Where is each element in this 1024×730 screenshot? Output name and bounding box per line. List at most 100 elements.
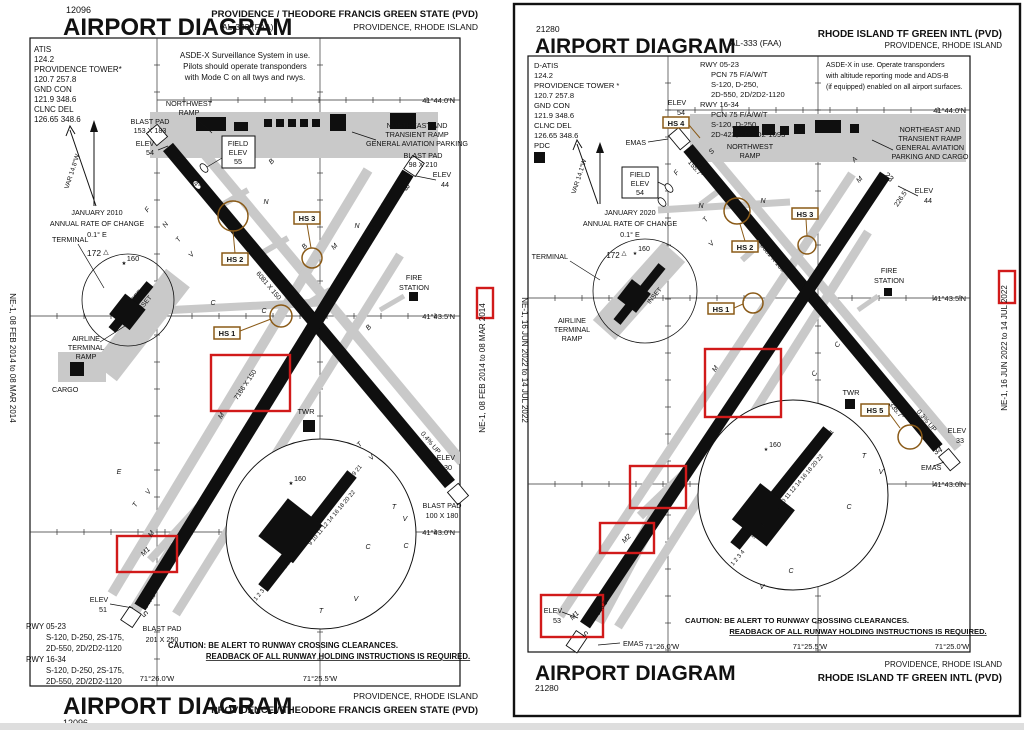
map-label: V	[708, 239, 717, 248]
lat-43: 41°43.0'N	[933, 480, 966, 489]
map-label: V	[145, 487, 154, 496]
rwy-data-8: 2D-423, 2D/2D2-1093	[711, 130, 785, 139]
star-icon: ★	[633, 251, 638, 257]
screenshot-bottom-strip	[0, 723, 1024, 730]
page-title-bottom: AIRPORT DIAGRAM	[63, 693, 292, 720]
map-label: F	[673, 169, 682, 177]
map-label: 54	[677, 108, 685, 117]
map-label: 44	[924, 196, 932, 205]
lat-44: 41°44.0'N	[422, 96, 455, 105]
map-label: TRANSIENT RAMP	[385, 130, 449, 139]
edition-number-top: 12096	[66, 5, 91, 15]
city-bottom: PROVIDENCE, RHODE ISLAND	[885, 660, 1003, 669]
highlight-boxes	[539, 269, 1017, 639]
lat-44: 41°44.0'N	[933, 106, 966, 115]
map-label: F	[144, 206, 153, 214]
map-label: B	[365, 324, 373, 332]
page-title-top: AIRPORT DIAGRAM	[535, 35, 736, 58]
hotspot-4: HS 4	[668, 119, 686, 128]
airport-name-top: PROVIDENCE / THEODORE FRANCIS GREEN STAT…	[211, 9, 478, 20]
asdex-note-2: with altitude reporting mode and ADS-B	[825, 73, 949, 80]
map-label: T	[319, 608, 324, 615]
d-symbol: D	[537, 154, 543, 163]
map-label: C	[351, 370, 360, 379]
tower-label: TWR	[297, 407, 315, 416]
obstruction-icon: △	[103, 249, 109, 256]
map-label: 172	[606, 251, 620, 260]
map-label: PARKING AND CARGO	[892, 152, 969, 161]
highlight-taxiway-m2	[598, 521, 656, 555]
map-label: AIRLINE	[558, 316, 586, 325]
map-label: ELEV	[668, 98, 687, 107]
pdc-d-symbol-box	[534, 152, 545, 163]
page-title-bottom: AIRPORT DIAGRAM	[535, 662, 736, 685]
map-label: V	[403, 516, 409, 523]
lon-26: 71°26.0'W	[645, 642, 680, 651]
hs3-box	[791, 207, 819, 220]
rwy-data-2: PCN 75 F/A/W/T	[711, 70, 768, 79]
hs4-box	[662, 116, 690, 129]
lon-26: 71°26.0'W	[140, 674, 175, 683]
comm-tower: PROVIDENCE TOWER*	[34, 65, 122, 74]
rwy16-number: 16	[172, 154, 185, 168]
map-label: EMAS	[626, 138, 647, 147]
see-inset-circle	[81, 253, 175, 347]
map-label: ELEV	[90, 595, 109, 604]
map-label: ELEV	[948, 426, 967, 435]
map-label: 100 X 180	[426, 511, 459, 520]
field-elev-box	[621, 166, 659, 199]
map-label: RAMP	[562, 334, 583, 343]
hotspot-1: HS 1	[219, 329, 236, 338]
map-label: RAMP	[179, 108, 200, 117]
map-label: 153 X 183	[134, 126, 167, 135]
edition-number-top: 21280	[536, 24, 560, 34]
map-label: M	[711, 365, 720, 374]
map-label: M	[217, 412, 226, 421]
comm-gnd-freq: 121.9 348.6	[34, 95, 77, 104]
caution-1: CAUTION: BE ALERT TO RUNWAY CROSSING CLE…	[685, 616, 909, 625]
map-label: T	[132, 501, 141, 509]
map-label: GENERAL AVIATION PARKING	[366, 139, 468, 148]
map-label: A	[394, 183, 403, 192]
north-arrow	[572, 138, 604, 205]
rwy34-number: 34	[439, 475, 452, 488]
taxiway-m2: M2	[621, 533, 633, 545]
map-label: N	[354, 223, 360, 230]
airport-name-top: RHODE ISLAND TF GREEN INTL (PVD)	[818, 29, 1002, 40]
effective-dates-left-edge: NE-1, 16 JUN 2022 to 14 JUL 2022	[520, 297, 529, 423]
map-label: 160	[294, 476, 306, 483]
highlight-taxiway-m1	[115, 534, 179, 574]
al-number: AL-333 (FAA)	[222, 22, 274, 32]
map-label: BLAST PAD	[131, 117, 170, 126]
runway-05-23	[580, 171, 890, 629]
diagram-right-2022: NE-1, 16 JUN 2022 to 14 JUL 2022 NE-1, 1…	[512, 2, 1022, 718]
comm-datis: D-ATIS	[534, 61, 558, 70]
rwy-data-6: PCN 75 F/A/W/T	[711, 110, 768, 119]
tower-building	[303, 420, 315, 432]
map-label: S	[708, 148, 716, 156]
map-label: ELEV	[229, 148, 248, 157]
map-label: V	[879, 469, 885, 476]
asdex-note-3: with Mode C on all twys and rwys.	[184, 73, 306, 82]
comm-clnc-freq: 126.65 348.6	[34, 115, 81, 124]
map-label: FIRE	[406, 273, 423, 282]
highlight-rwy0523-dimensions	[209, 353, 292, 413]
cargo-building	[70, 362, 84, 376]
lon-255: 71°25.5'W	[793, 642, 828, 651]
comm-gnd: GND CON	[34, 85, 72, 94]
map-label: C	[365, 544, 371, 551]
hot-spots	[213, 200, 323, 340]
rwy5-number: 5	[580, 629, 590, 639]
hotspot-3: HS 3	[797, 210, 814, 219]
map-label: 54	[146, 148, 154, 157]
blast-pads	[120, 123, 470, 629]
map-label: T	[702, 216, 711, 224]
mag-var-note-1: JANUARY 2010	[71, 208, 122, 217]
star-icon: ★	[764, 447, 769, 453]
map-label: NORTHEAST AND	[900, 125, 961, 134]
rwy-data-6: 2D-550, 2D/2D2-1120	[46, 677, 122, 686]
taxiway-m1: M1	[140, 546, 152, 558]
field-elev-box	[221, 135, 256, 169]
map-label: N	[698, 203, 704, 210]
